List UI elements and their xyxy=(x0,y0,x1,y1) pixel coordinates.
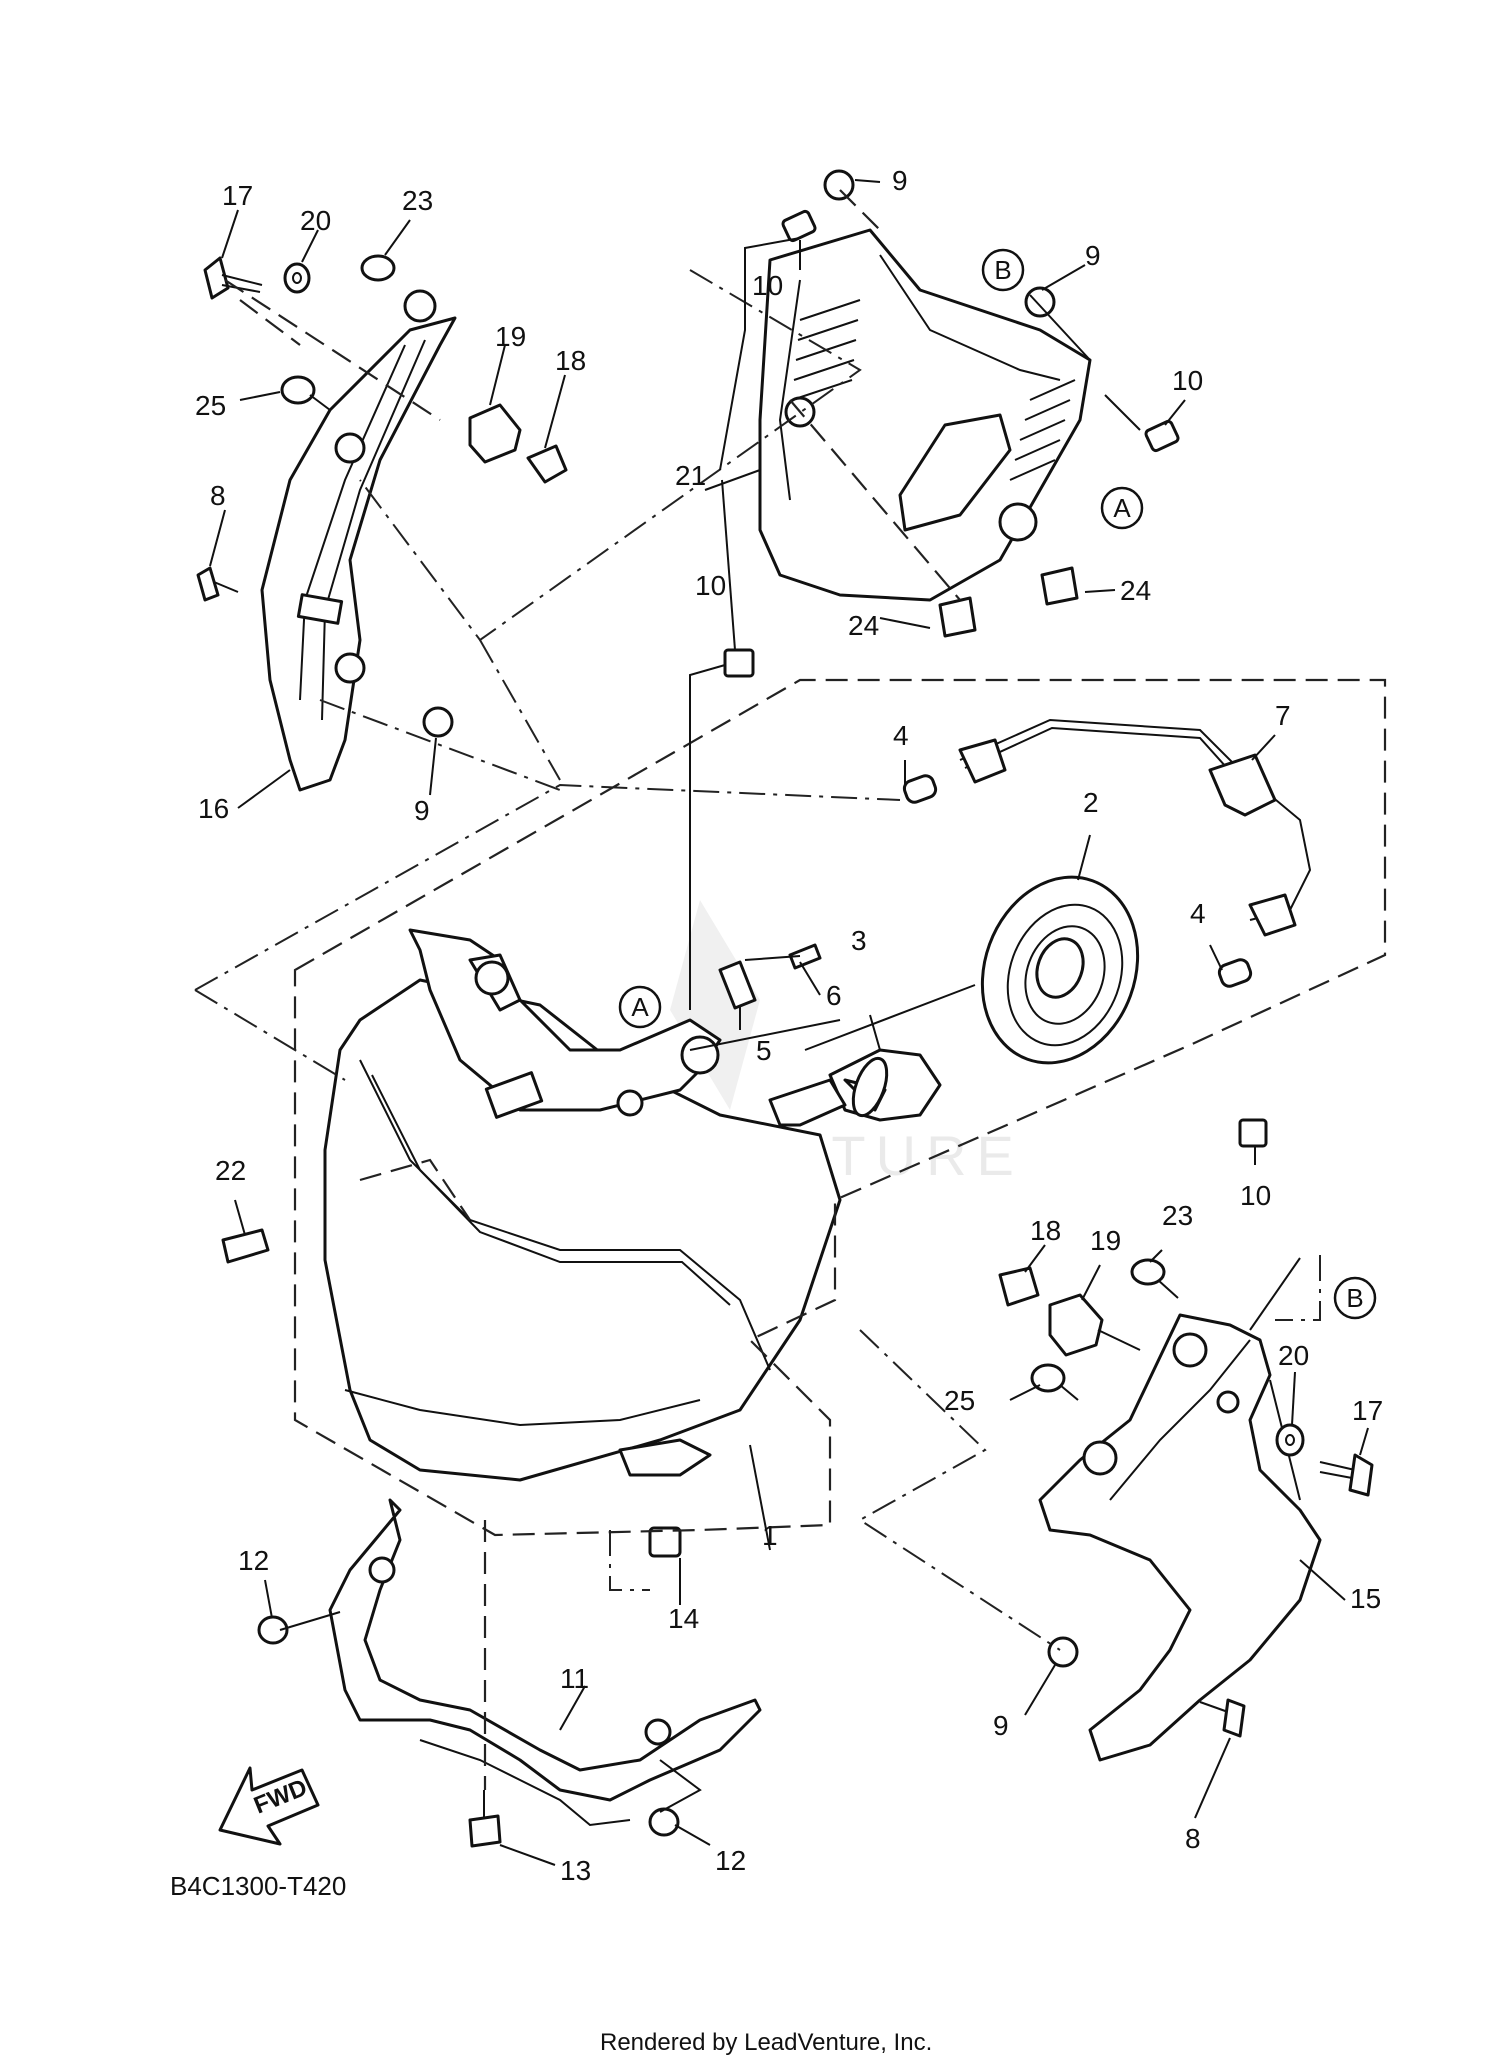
part-21-front-cowl xyxy=(758,228,1092,602)
callout-4-upper: 4 xyxy=(893,720,909,751)
part-1-headlight-unit xyxy=(323,928,842,1482)
callout-21: 21 xyxy=(675,460,706,491)
part-7-wire-harness xyxy=(958,718,1312,937)
svg-text:B: B xyxy=(1346,1283,1363,1313)
leader-lines xyxy=(209,179,1369,1866)
callout-7: 7 xyxy=(1275,700,1291,731)
callout-9-lower: 9 xyxy=(993,1710,1009,1741)
ref-b-lower: B xyxy=(1333,1276,1377,1320)
part-11-lower-panel xyxy=(328,1498,762,1827)
callout-1: 1 xyxy=(762,1520,778,1551)
part-4-position-bulb-upper xyxy=(902,774,938,804)
callout-24-left: 24 xyxy=(848,610,879,641)
svg-text:B: B xyxy=(994,255,1011,285)
ref-b-top: B xyxy=(981,248,1025,292)
part-4-position-bulb-lower xyxy=(1217,958,1253,988)
callout-19-lower: 19 xyxy=(1090,1225,1121,1256)
callout-12-left: 12 xyxy=(238,1545,269,1576)
callout-17-lower: 17 xyxy=(1352,1395,1383,1426)
callout-14: 14 xyxy=(668,1603,699,1634)
callout-8-lower: 8 xyxy=(1185,1823,1201,1854)
callout-23-upper: 23 xyxy=(402,185,433,216)
callout-2: 2 xyxy=(1083,787,1099,818)
callout-23-lower: 23 xyxy=(1162,1200,1193,1231)
ref-a-mid: A xyxy=(618,985,662,1029)
part-16-left-side-cover xyxy=(260,289,457,792)
diagram-code: B4C1300-T420 xyxy=(170,1871,346,1901)
callout-9-left: 9 xyxy=(414,795,430,826)
callout-25-upper: 25 xyxy=(195,390,226,421)
rendered-by-credit: Rendered by LeadVenture, Inc. xyxy=(600,2029,932,2056)
part-15-right-side-cover xyxy=(1038,1313,1322,1762)
callout-9-top-right: 9 xyxy=(1085,240,1101,271)
callout-3: 3 xyxy=(851,925,867,956)
callout-10-mid: 10 xyxy=(695,570,726,601)
callout-22: 22 xyxy=(215,1155,246,1186)
callout-18-lower: 18 xyxy=(1030,1215,1061,1246)
callout-labels: 17 20 23 19 18 25 8 16 9 9 10 9 10 21 24… xyxy=(195,165,1383,1886)
callout-16: 16 xyxy=(198,793,229,824)
callout-13: 13 xyxy=(560,1855,591,1886)
cowl-vent-right xyxy=(1009,379,1076,481)
callout-10-top-left: 10 xyxy=(752,270,783,301)
callout-9-top: 9 xyxy=(892,165,908,196)
part-3-headlight-bulb xyxy=(768,1048,942,1127)
ref-a-top: A xyxy=(1100,486,1144,530)
callout-5: 5 xyxy=(756,1035,772,1066)
callout-19-upper: 19 xyxy=(495,321,526,352)
part-5-clamp xyxy=(718,960,757,1010)
callout-6: 6 xyxy=(826,980,842,1011)
fwd-arrow: FWD xyxy=(218,1766,320,1846)
callout-17-upper: 17 xyxy=(222,180,253,211)
reference-markers: B A A B xyxy=(618,248,1377,1320)
callout-15: 15 xyxy=(1350,1583,1381,1614)
callout-12-right: 12 xyxy=(715,1845,746,1876)
callout-24-right: 24 xyxy=(1120,575,1151,606)
callout-11: 11 xyxy=(560,1663,589,1694)
part-2-bulb-socket-cover xyxy=(980,875,1140,1065)
callout-20-lower: 20 xyxy=(1278,1340,1309,1371)
callout-4-lower: 4 xyxy=(1190,898,1206,929)
fasteners xyxy=(196,169,1374,1848)
svg-text:A: A xyxy=(1113,493,1131,523)
callout-10-right: 10 xyxy=(1240,1180,1271,1211)
callout-25-lower: 25 xyxy=(944,1385,975,1416)
callout-8-upper: 8 xyxy=(210,480,226,511)
callout-18-upper: 18 xyxy=(555,345,586,376)
part-6-screw xyxy=(788,943,822,970)
callout-20-upper: 20 xyxy=(300,205,331,236)
guide-lines xyxy=(194,189,1387,1813)
callout-10-top-right: 10 xyxy=(1172,365,1203,396)
svg-text:A: A xyxy=(631,992,649,1022)
